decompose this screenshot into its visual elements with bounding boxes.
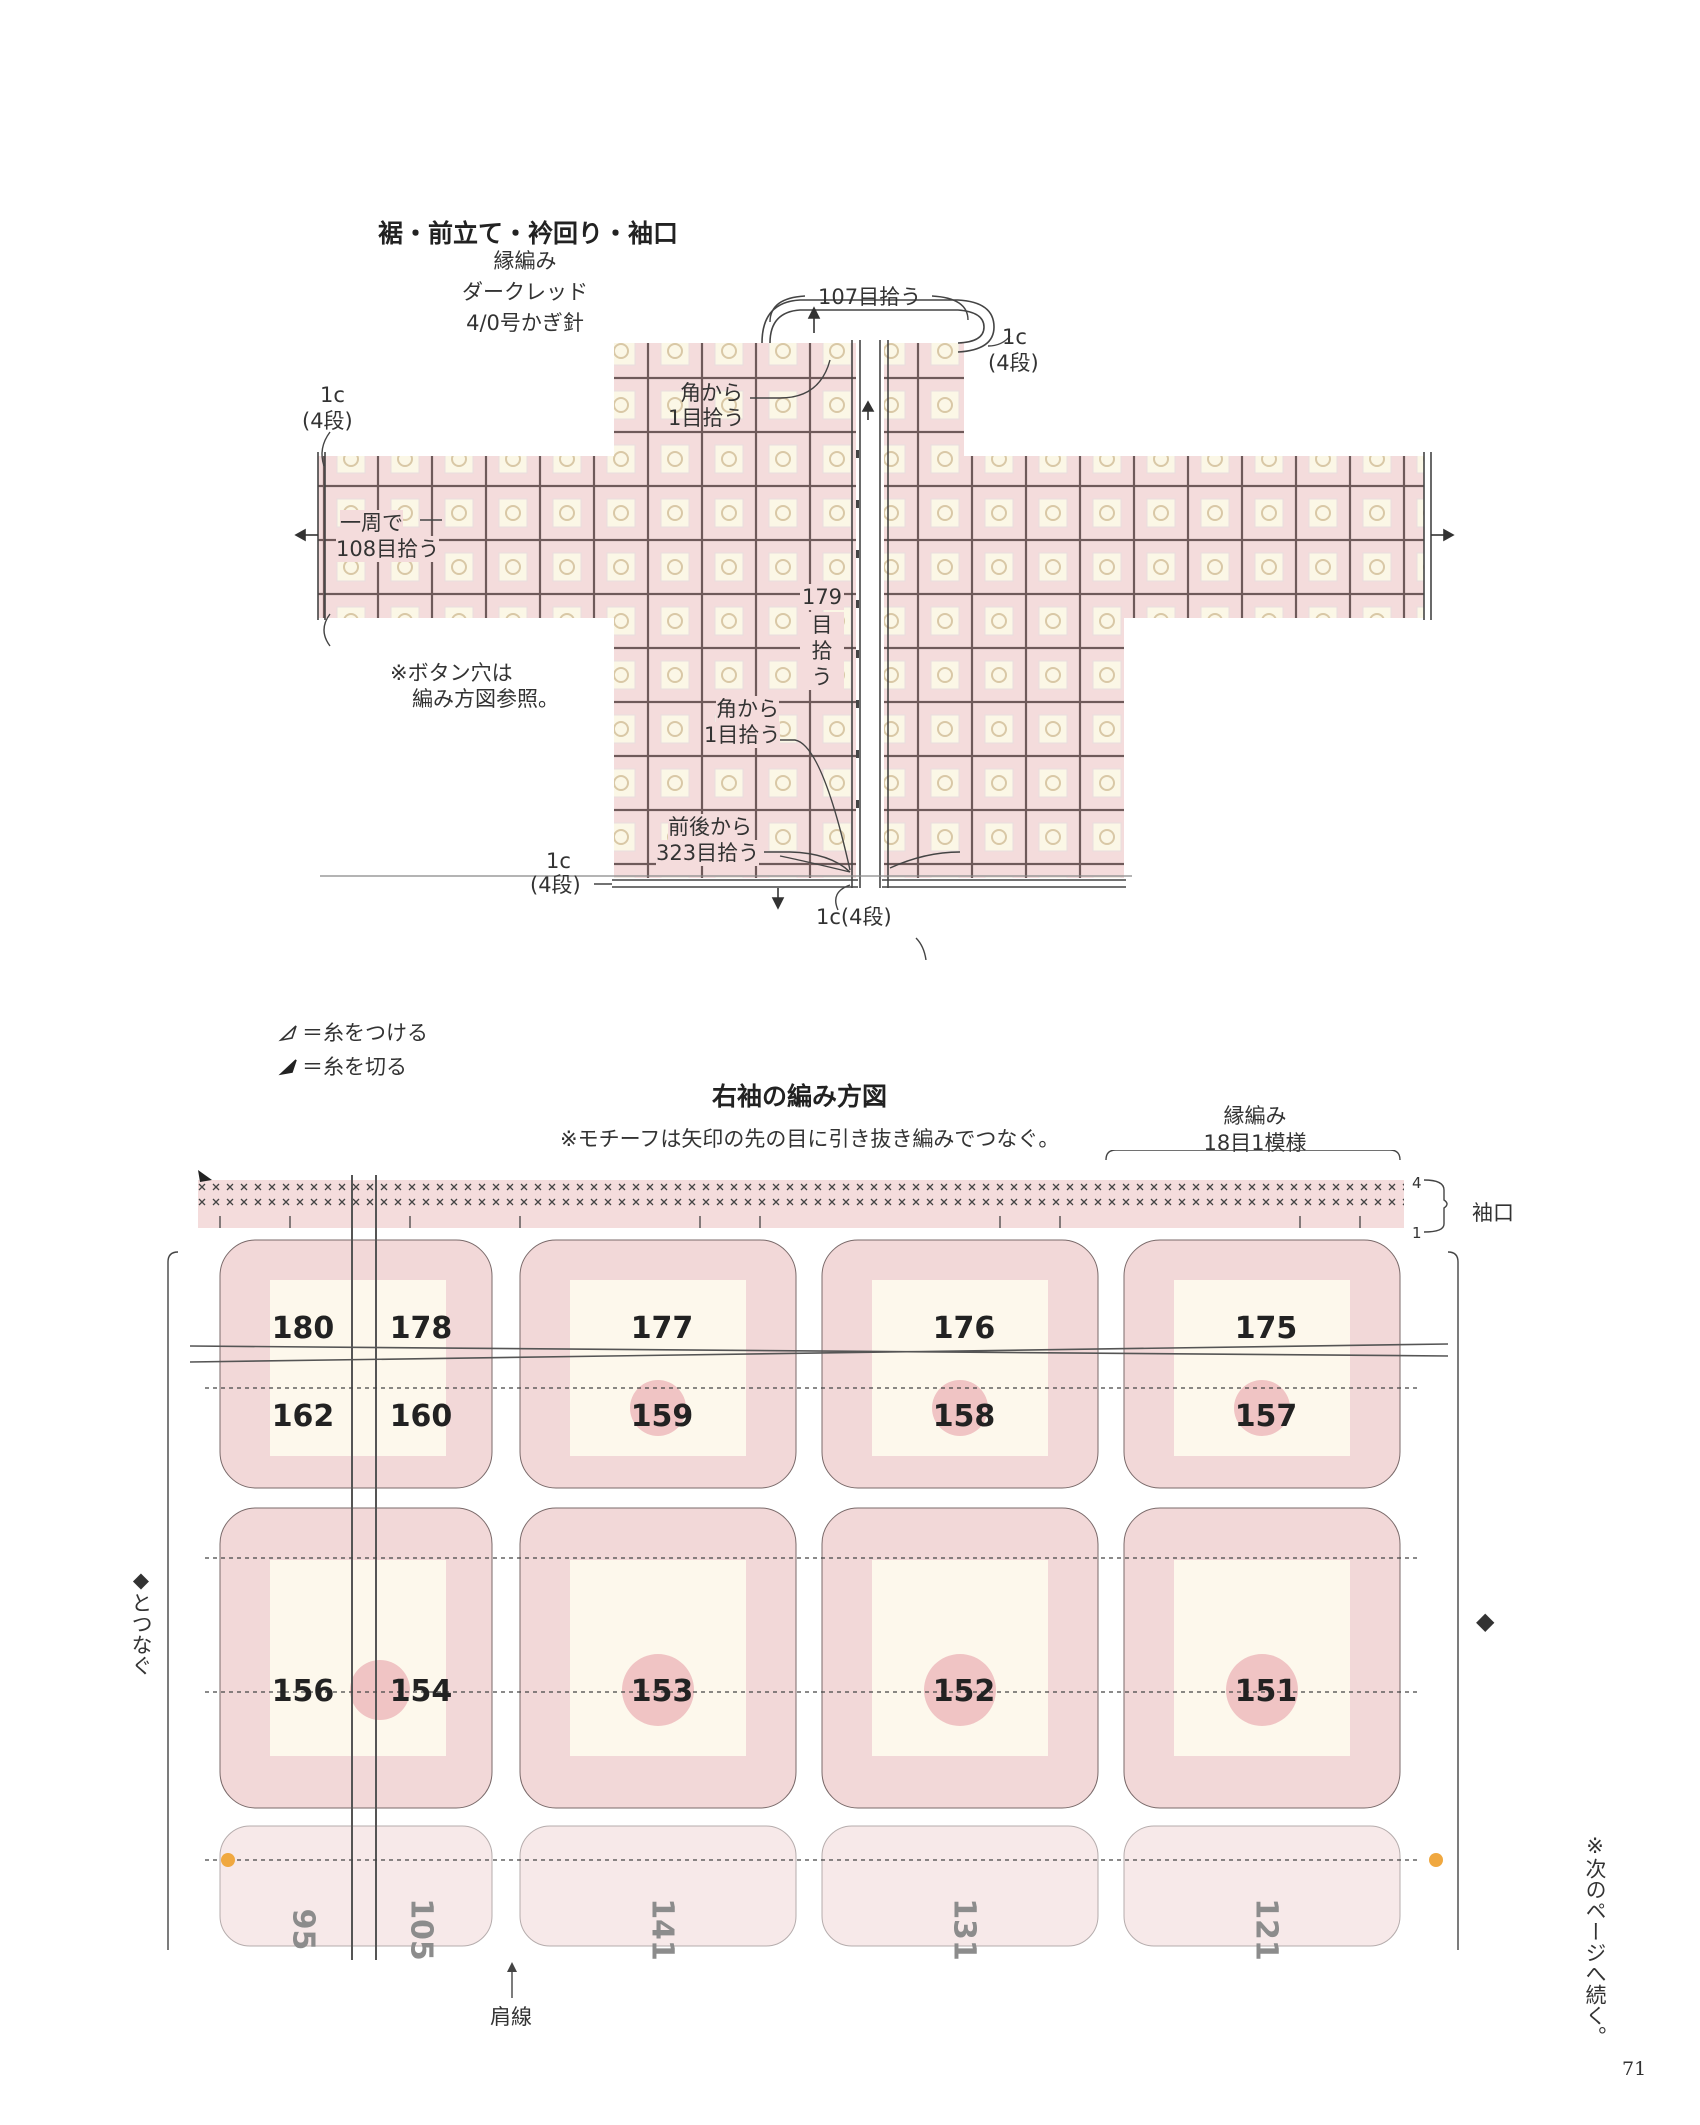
sleeve-motif-chart <box>167 1150 1459 1998</box>
legend-cut-label: ＝糸を切る <box>302 1055 407 1079</box>
motif-number: 152 <box>932 1674 996 1709</box>
front-pickup-number: 179 <box>800 584 844 610</box>
front-pickup-char-3: う <box>800 664 844 690</box>
motif-number: 180 <box>271 1311 335 1346</box>
cut-yarn-icon <box>278 1056 300 1078</box>
right-sleeve <box>884 456 1424 618</box>
continued-note: ※次のページへ続く。 <box>1583 1834 1607 2047</box>
corner-bottom-label-1: 角から <box>716 696 779 722</box>
cuff-label: 袖口 <box>1472 1201 1514 1225</box>
edging-label-1: 縁編み <box>1223 1104 1287 1128</box>
row-marker-4: 4 <box>1412 1174 1422 1192</box>
row-marker-1: 1 <box>1412 1224 1422 1242</box>
button-note-2: 編み方図参照。 <box>412 687 559 711</box>
hem-rows-c: 1c <box>546 849 571 873</box>
motif-number-faded: 141 <box>644 1898 680 1961</box>
motif-number: 158 <box>932 1399 996 1434</box>
sleeve-rows-n: (4段) <box>302 409 353 433</box>
legend-attach-label: ＝糸をつける <box>302 1021 428 1045</box>
collar-rows-n: (4段) <box>988 351 1039 375</box>
corner-bottom-label-2: 1目拾う <box>704 722 781 748</box>
motif-number: 151 <box>1234 1674 1298 1709</box>
motif-number: 176 <box>932 1311 996 1346</box>
page-number: 71 <box>1622 2058 1647 2080</box>
sleeve-pickup-label-2: 108目拾う <box>336 536 440 562</box>
subtitle-edging: 縁編み <box>493 249 557 273</box>
subtitle-color: ダークレッド <box>462 280 588 304</box>
corner-top-label-2: 1目拾う <box>668 406 745 430</box>
cardigan-layout-diagram <box>294 295 1455 960</box>
front-pickup-char-2: 拾 <box>800 638 844 664</box>
collar-rows-c: 1c <box>1002 325 1027 349</box>
motif-number: 177 <box>630 1311 694 1346</box>
motif-number: 178 <box>389 1311 453 1346</box>
motif-number: 175 <box>1234 1311 1298 1346</box>
hem-rows-n: (4段) <box>530 873 581 897</box>
hem-pickup-label-2: 323目拾う <box>656 840 760 866</box>
motif-number: 159 <box>630 1399 694 1434</box>
attach-yarn-icon <box>278 1022 300 1044</box>
motif-number-faded: 105 <box>403 1898 439 1961</box>
sleeve-chart-note: ※モチーフは矢印の先の目に引き抜き編みでつなぐ。 <box>560 1127 1060 1151</box>
sleeve-chart-title: 右袖の編み方図 <box>712 1082 888 1111</box>
top-diagram-title: 裾・前立て・衿回り・袖口 <box>378 219 679 248</box>
sleeve-pickup-label-1: 一周で <box>340 510 403 536</box>
subtitle-hook: 4/0号かぎ針 <box>466 311 584 335</box>
sleeve-rows-c: 1c <box>320 383 345 407</box>
shoulder-line-label: 肩線 <box>490 2005 532 2029</box>
right-join-marker: ◆ <box>1476 1607 1495 1635</box>
motif-number: 160 <box>389 1399 453 1434</box>
motif-number-faded: 121 <box>1248 1898 1284 1961</box>
front-pickup-char-1: 目 <box>800 612 844 638</box>
motif-number: 153 <box>630 1674 694 1709</box>
hem-pickup-label-1: 前後から <box>668 814 752 840</box>
button-note-1: ※ボタン穴は <box>390 661 513 685</box>
join-label: ◆とつなぐ <box>129 1568 153 1676</box>
collar-pickup-label: 107目拾う <box>818 285 922 309</box>
motif-number-faded: 131 <box>946 1898 982 1961</box>
right-front-body <box>884 618 1124 878</box>
edging-label-2: 18目1模様 <box>1203 1131 1307 1155</box>
motif-number: 162 <box>271 1399 335 1434</box>
right-collar-piece <box>884 343 964 456</box>
left-collar-piece <box>614 343 856 456</box>
motif-number-faded: 95 <box>285 1908 321 1951</box>
corner-top-label-1: 角から <box>680 381 743 405</box>
motif-number: 156 <box>271 1674 335 1709</box>
motif-number: 157 <box>1234 1399 1298 1434</box>
front-rows-label: 1c(4段) <box>816 905 892 929</box>
motif-number: 154 <box>389 1674 453 1709</box>
